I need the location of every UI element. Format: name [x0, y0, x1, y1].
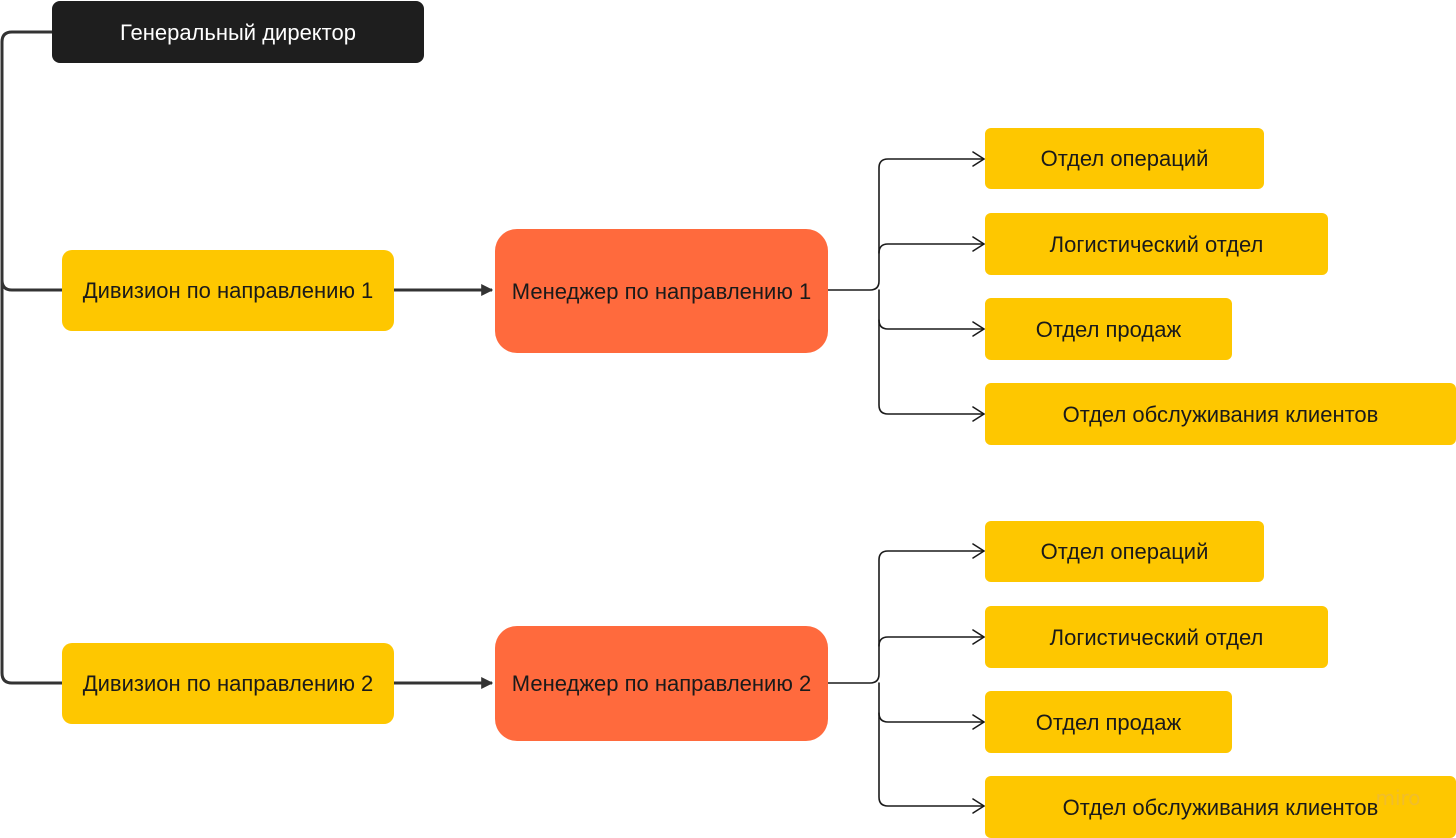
department-sales-2[interactable]: Отдел продаж	[985, 691, 1232, 753]
department-label: Отдел операций	[1040, 146, 1209, 171]
arrowhead-2c	[972, 714, 985, 730]
department-logistics-1[interactable]: Логистический отдел	[985, 213, 1328, 275]
arrowhead-2b	[972, 629, 985, 645]
division-1-label: Дивизион по направлению 1	[82, 278, 374, 303]
director-label: Генеральный директор	[120, 19, 356, 45]
division-1-node[interactable]: Дивизион по направлению 1	[62, 250, 394, 331]
department-label: Логистический отдел	[1049, 231, 1264, 257]
manager-2-node[interactable]: Менеджер по направлению 2	[495, 626, 828, 741]
arrowhead-1d	[972, 406, 985, 422]
arrowhead-2d	[972, 798, 985, 814]
division-2-node[interactable]: Дивизион по направлению 2	[62, 643, 394, 724]
manager-2-to-service-line	[878, 712, 985, 807]
manager-1-to-logistics-line	[878, 243, 985, 254]
director-to-division-1-line	[0, 279, 62, 292]
manager-1-to-service-line	[878, 319, 985, 415]
director-trunk-line	[0, 30, 62, 685]
department-logistics-2[interactable]: Логистический отдел	[985, 606, 1328, 668]
department-label: Отдел операций	[1040, 539, 1209, 564]
arrowhead-2a	[972, 543, 985, 559]
arrowhead-1b	[972, 236, 985, 252]
department-customer-service-2[interactable]: Отдел обслуживания клиентов	[985, 776, 1456, 838]
arrowhead-1a	[972, 151, 985, 167]
department-label: Отдел продаж	[1035, 709, 1182, 735]
manager-1-to-sales-line	[878, 289, 985, 330]
manager-1-branch-line	[827, 158, 985, 291]
manager-1-label: Менеджер по направлению 1	[511, 278, 812, 304]
director-node[interactable]: Генеральный директор	[52, 1, 424, 63]
manager-2-to-logistics-line	[878, 636, 985, 647]
manager-2-to-sales-line	[878, 682, 985, 723]
department-sales-1[interactable]: Отдел продаж	[985, 298, 1232, 360]
miro-watermark: miro	[1375, 786, 1421, 810]
department-operations-1[interactable]: Отдел операций	[985, 128, 1264, 189]
manager-2-label: Менеджер по направлению 2	[511, 671, 812, 696]
department-label: Отдел обслуживания клиентов	[1062, 401, 1379, 427]
department-label: Логистический отдел	[1049, 624, 1264, 650]
department-customer-service-1[interactable]: Отдел обслуживания клиентов	[985, 383, 1456, 445]
manager-2-branch-line	[827, 550, 985, 684]
department-label: Отдел продаж	[1035, 316, 1182, 342]
manager-1-node[interactable]: Менеджер по направлению 1	[495, 229, 828, 353]
department-operations-2[interactable]: Отдел операций	[985, 521, 1264, 582]
department-label: Отдел обслуживания клиентов	[1062, 794, 1379, 820]
arrowhead-1c	[972, 321, 985, 337]
division-2-label: Дивизион по направлению 2	[82, 671, 374, 696]
